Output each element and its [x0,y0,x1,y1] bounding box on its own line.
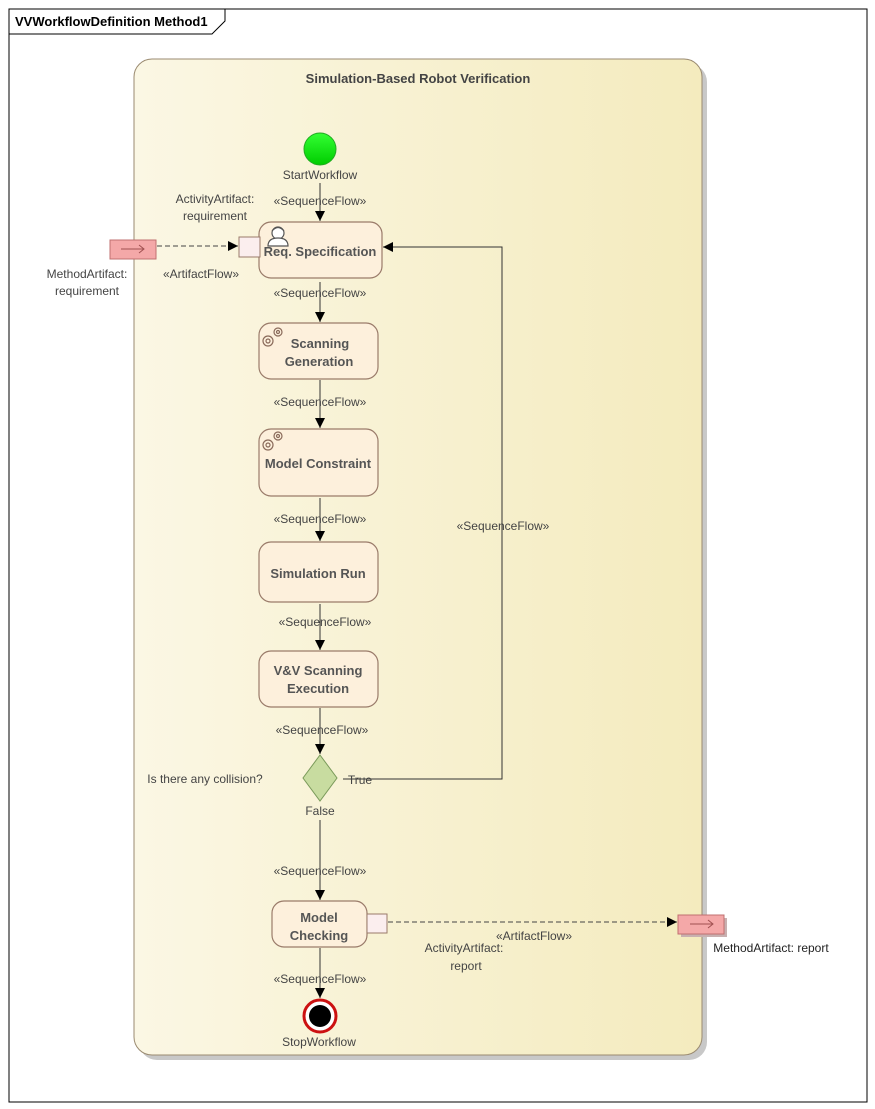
frame-title: VVWorkflowDefinition Method1 [15,14,208,29]
flow-label: «SequenceFlow» [274,194,367,208]
activity-simulation-run[interactable]: Simulation Run [258,541,379,603]
pool-title: Simulation-Based Robot Verification [306,71,531,86]
flow-label: «SequenceFlow» [279,615,372,629]
activity-artifact-label-line2: requirement [183,209,248,223]
flow-decision-true-loop[interactable] [343,242,503,780]
flow-label: «SequenceFlow» [274,512,367,526]
artifact-flow-label: «ArtifactFlow» [496,929,572,943]
flow-label: «SequenceFlow» [274,864,367,878]
activity-artifact-report-label-line2: report [450,959,482,973]
activity-label-line1: Model [300,910,338,925]
activity-vv-scanning-execution[interactable]: V&V Scanning Execution [258,650,379,708]
activity-label-line1: Scanning [291,336,350,351]
flow-label: «SequenceFlow» [274,395,367,409]
decision-false-label: False [305,804,335,818]
method-artifact-label-line2: requirement [55,284,120,298]
decision-question: Is there any collision? [147,772,263,786]
activity-model-checking[interactable]: Model Checking [271,900,368,948]
start-label: StartWorkflow [283,168,358,182]
arrow-right-icon [690,919,714,929]
activity-model-constraint[interactable]: Model Constraint [258,428,379,497]
method-artifact-requirement[interactable] [109,239,157,260]
artifact-flow-label: «ArtifactFlow» [163,267,239,281]
flow-label: «SequenceFlow» [274,972,367,986]
activity-artifact-pin-report[interactable] [366,913,388,934]
pool: Simulation-Based Robot Verification [133,58,707,1060]
activity-artifact-pin-requirement[interactable] [238,236,261,258]
start-node[interactable] [303,132,337,166]
activity-label-line2: Execution [287,681,349,696]
method-artifact-label-line1: MethodArtifact: [47,267,128,281]
activity-label-line2: Generation [285,354,354,369]
service-task-gear-icon [262,431,283,451]
stop-label: StopWorkflow [282,1035,356,1049]
sequence-flows [315,183,503,998]
user-task-icon [267,226,289,247]
flow-label-loop: «SequenceFlow» [457,519,550,533]
activity-scanning-generation[interactable]: Scanning Generation [258,322,379,380]
arrow-right-icon [121,244,145,254]
method-artifact-report-label: MethodArtifact: report [713,941,829,955]
method-artifact-report[interactable] [677,914,727,937]
flow-label: «SequenceFlow» [276,723,369,737]
stop-node[interactable] [302,998,338,1034]
decision-node[interactable] [302,754,338,802]
service-task-gear-icon [262,327,283,347]
activity-label: Simulation Run [270,566,365,581]
activity-label: Req. Specification [264,244,377,259]
activity-label: Model Constraint [265,456,372,471]
activity-label-line2: Checking [290,928,349,943]
activity-req-specification[interactable]: Req. Specification [258,221,383,279]
flow-label: «SequenceFlow» [274,286,367,300]
activity-artifact-report-label-line1: ActivityArtifact: [425,941,504,955]
activity-artifact-label-line1: ActivityArtifact: [176,192,255,206]
decision-true-label: True [348,773,373,787]
activity-label-line1: V&V Scanning [274,663,363,678]
